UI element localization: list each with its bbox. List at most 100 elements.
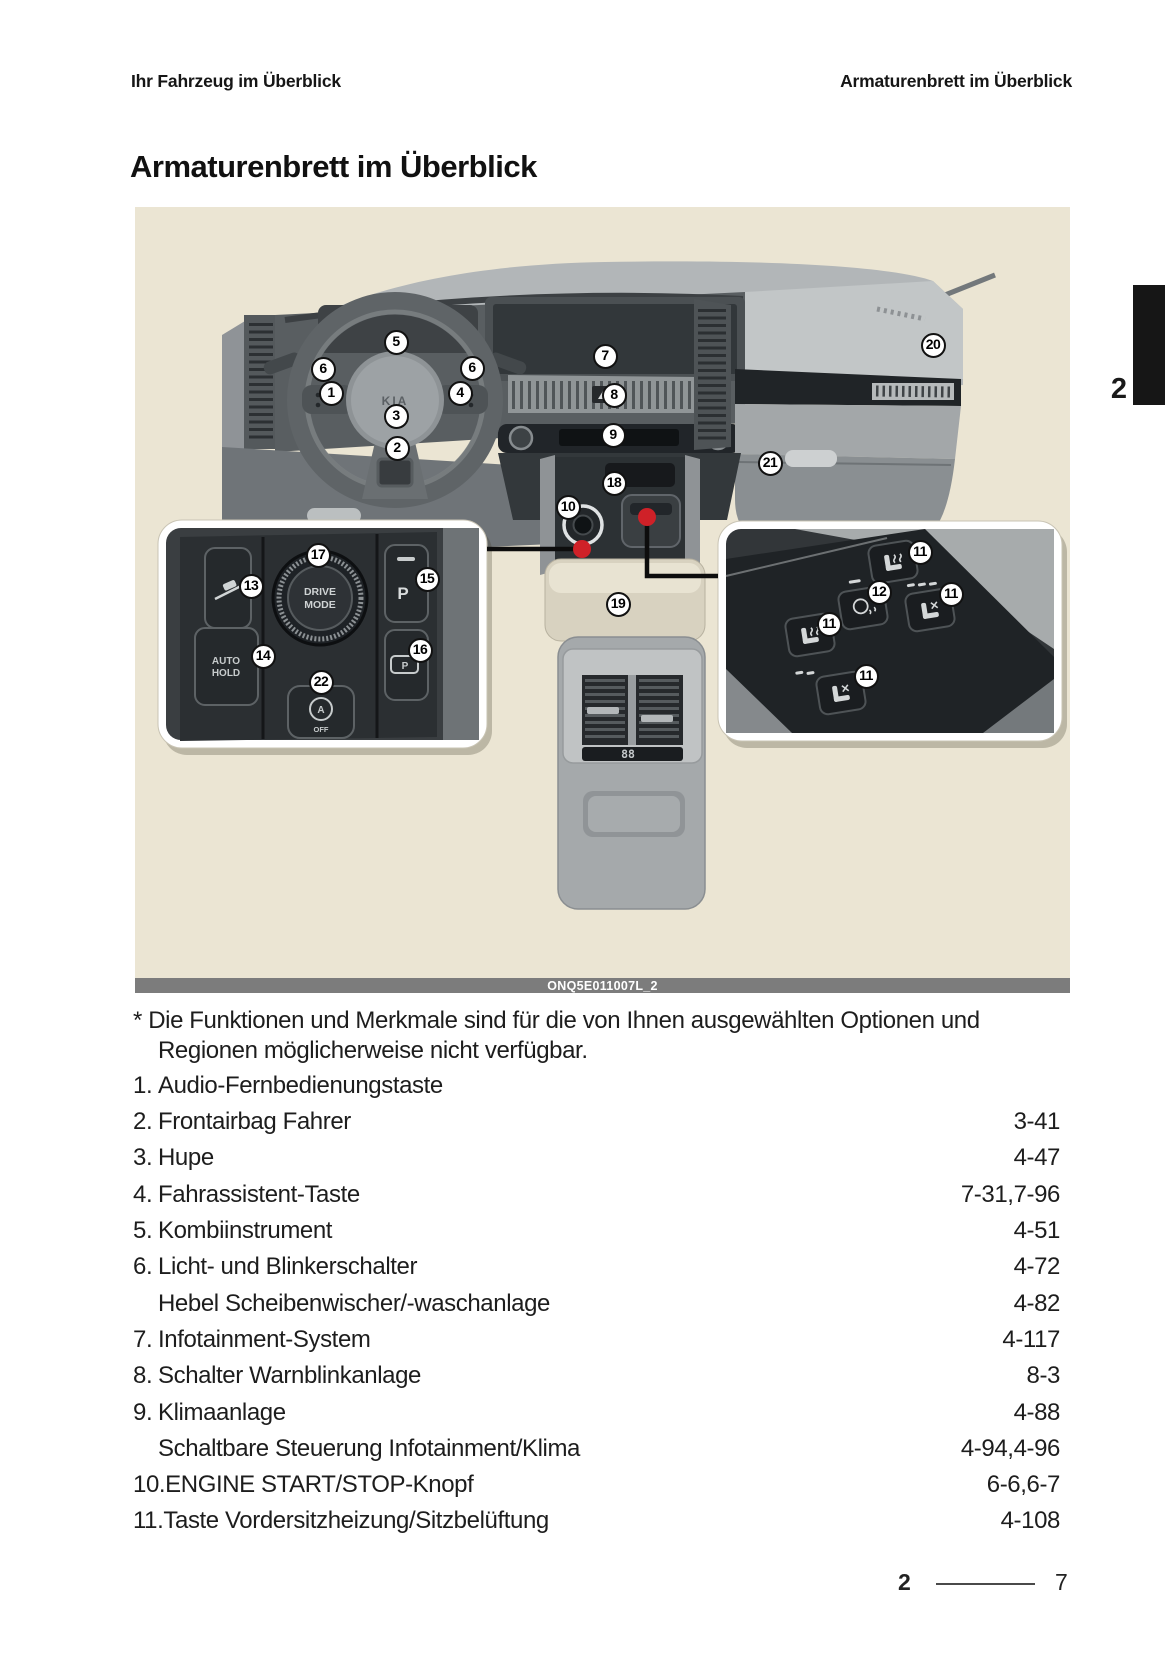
item-label: Schaltbare Steuerung Infotainment/Klima <box>158 1435 580 1462</box>
list-item: 6.Licht- und Blinkerschalter 4-72 <box>133 1252 1060 1282</box>
footnote-line-2: Regionen möglicherweise nicht verfügbar. <box>158 1037 588 1064</box>
item-number: 11. <box>133 1507 164 1534</box>
callout-4: 4 <box>447 380 473 406</box>
callout-18: 18 <box>601 470 627 496</box>
glovebox <box>735 454 955 538</box>
console-left-rail <box>540 455 555 575</box>
item-number: 1. <box>133 1072 153 1099</box>
item-label: ENGINE START/STOP-Knopf <box>165 1471 474 1498</box>
list-item: 11.Taste Vordersitzheizung/Sitzbelüftung… <box>133 1506 1060 1536</box>
footer-page-number: 7 <box>1055 1569 1068 1595</box>
callout-11: 11 <box>938 581 964 607</box>
seat-control-panel <box>726 529 1054 733</box>
auto-stop-label: A <box>317 705 324 716</box>
callout-2: 2 <box>384 435 410 461</box>
item-page: 4-94,4-96 <box>960 1435 1061 1462</box>
item-label: Schalter Warnblinkanlage <box>158 1362 421 1389</box>
item-page: 3-41 <box>1013 1108 1061 1135</box>
item-page: 4-108 <box>1000 1507 1061 1534</box>
callout-14: 14 <box>250 643 276 669</box>
callout-11: 11 <box>907 539 933 565</box>
item-label: Audio-Fernbedienungstaste <box>158 1072 443 1099</box>
parking-assist-icon <box>390 655 419 674</box>
parking-assist-label: P <box>402 661 409 672</box>
driver-storage-slot <box>307 508 361 523</box>
infotainment-screen <box>493 304 737 374</box>
right-inset-leader-line <box>644 525 718 579</box>
item-label: Klimaanlage <box>158 1399 286 1426</box>
red-locator-dot-shifter <box>638 508 656 526</box>
callout-17: 17 <box>305 542 331 568</box>
callout-6: 6 <box>459 355 485 381</box>
wiper-stalk <box>489 352 527 375</box>
callout-10: 10 <box>555 494 581 520</box>
list-item: 4.Fahrassistent-Taste 7-31,7-96 <box>133 1180 1060 1210</box>
auto-hold-label-1: AUTO <box>212 656 240 667</box>
right-center-air-vent <box>694 299 731 450</box>
seat-vent-icon <box>930 601 939 610</box>
callout-20: 20 <box>920 332 946 358</box>
dashboard-figure: KIA <box>135 207 1070 978</box>
item-number: 4. <box>133 1181 153 1208</box>
list-subitem: Hebel Scheibenwischer/-waschanlage 4-82 <box>133 1289 1060 1319</box>
running-header-right: Armaturenbrett im Überblick <box>840 71 1072 91</box>
drive-mode-label-2: MODE <box>304 599 336 611</box>
footer-divider <box>936 1583 1035 1585</box>
list-item: 1.Audio-Fernbedienungstaste <box>133 1071 1060 1101</box>
wheel-bottom-spoke <box>376 457 414 488</box>
item-number: 10. <box>133 1471 166 1498</box>
item-page: 8-3 <box>1026 1362 1061 1389</box>
footer-chapter-number: 2 <box>898 1569 911 1595</box>
chapter-tab-number: 2 <box>1110 373 1127 405</box>
auto-stop-off-label: OFF <box>314 725 329 734</box>
passenger-trim-vent <box>872 383 954 400</box>
seat-vent-icon <box>841 684 850 693</box>
item-label: Frontairbag Fahrer <box>158 1108 351 1135</box>
item-page: 4-72 <box>1013 1253 1061 1280</box>
rear-climate-display <box>582 747 683 761</box>
passenger-dash-upper <box>745 281 963 379</box>
steering-heat-icon <box>852 598 869 615</box>
item-page: 7-31,7-96 <box>960 1181 1061 1208</box>
item-number: 9. <box>133 1399 153 1426</box>
item-label: Hebel Scheibenwischer/-waschanlage <box>158 1290 550 1317</box>
center-console: 88 <box>540 455 706 910</box>
item-page: 4-88 <box>1013 1399 1061 1426</box>
callout-8: 8 <box>601 382 627 408</box>
callout-19: 19 <box>605 591 631 617</box>
drive-mode-label-1: DRIVE <box>304 586 336 598</box>
callout-16: 16 <box>407 637 433 663</box>
item-label: Kombiinstrument <box>158 1217 333 1244</box>
callout-1: 1 <box>318 380 344 406</box>
item-page: 4-82 <box>1013 1290 1061 1317</box>
item-number: 7. <box>133 1326 153 1353</box>
list-item: 10.ENGINE START/STOP-Knopf 6-6,6-7 <box>133 1470 1060 1500</box>
leader-lines <box>487 508 718 579</box>
right-inset <box>717 520 1067 748</box>
dashboard-illustration: KIA <box>157 261 1067 910</box>
vent-slider-left <box>587 707 619 714</box>
list-item: 5.Kombiinstrument 4-51 <box>133 1216 1060 1246</box>
item-label: Hupe <box>158 1144 214 1171</box>
seat-heat-icon <box>893 553 902 564</box>
passenger-dash-mid <box>735 404 961 459</box>
list-item: 3.Hupe 4-47 <box>133 1143 1060 1173</box>
chapter-tab-marker <box>1133 285 1165 405</box>
item-page: 6-6,6-7 <box>986 1471 1061 1498</box>
red-locator-dot-console <box>573 540 591 558</box>
list-item: 7.Infotainment-System 4-117 <box>133 1325 1060 1355</box>
parking-brake-label: P <box>397 584 408 603</box>
callout-21: 21 <box>757 450 783 476</box>
left-air-vent <box>244 315 278 449</box>
callout-7: 7 <box>592 343 618 369</box>
item-label: Taste Vordersitzheizung/Sitzbelüftung <box>163 1507 549 1534</box>
door-armrest-area <box>795 529 1054 649</box>
callout-6: 6 <box>310 356 336 382</box>
turn-signal-stalk <box>263 352 301 375</box>
item-label: Infotainment-System <box>158 1326 371 1353</box>
list-item: 2.Frontairbag Fahrer 3-41 <box>133 1107 1060 1137</box>
item-page: 4-51 <box>1013 1217 1061 1244</box>
item-label: Licht- und Blinkerschalter <box>158 1253 418 1280</box>
item-label: Fahrassistent-Taste <box>158 1181 360 1208</box>
callout-11: 11 <box>816 611 842 637</box>
